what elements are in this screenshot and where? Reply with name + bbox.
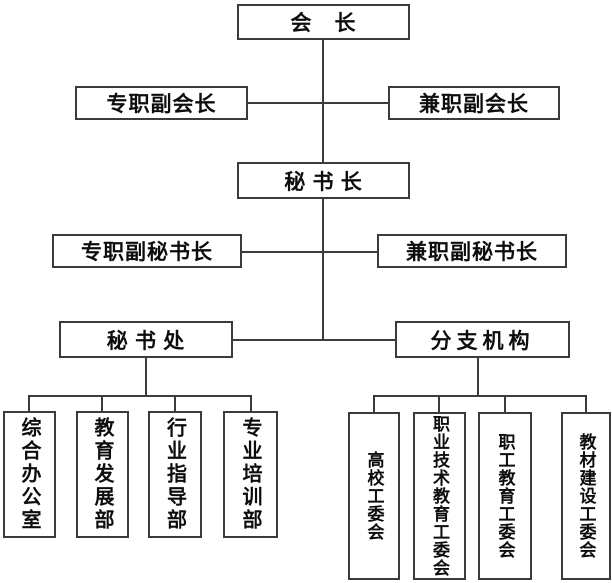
connector-drop-dept-2 xyxy=(101,395,103,411)
connector-drop-cmte-2 xyxy=(438,395,440,412)
node-label: 行业指导部 xyxy=(163,417,186,532)
node-branch-organizations: 分支机构 xyxy=(395,321,570,358)
connector-drop-dept-3 xyxy=(174,395,176,411)
connector-drop-cmte-1 xyxy=(373,395,375,412)
connector-deputy-secretaries xyxy=(242,251,377,253)
connector-drop-dept-4 xyxy=(250,395,252,411)
node-professional-training-dept: 专业培训部 xyxy=(223,411,278,538)
node-higher-education-committee: 高校工委会 xyxy=(348,412,400,580)
node-education-development-dept: 教育发展部 xyxy=(76,411,129,538)
node-vocational-technical-education-committee: 职业技术教育工委会 xyxy=(413,412,466,580)
node-label: 综合办公室 xyxy=(18,417,40,532)
connector-secretariat-branches xyxy=(233,339,395,341)
node-teaching-materials-committee: 教材建设工委会 xyxy=(561,412,611,580)
connector-drop-dept-1 xyxy=(28,395,30,411)
node-industry-guidance-dept: 行业指导部 xyxy=(148,411,202,538)
node-label: 专业培训部 xyxy=(239,417,261,532)
node-secretariat: 秘 书 处 xyxy=(59,321,233,358)
connector-chairman-to-secretary-general xyxy=(322,40,324,162)
connector-vice-chairmen xyxy=(248,102,388,104)
connector-secretariat-stub xyxy=(145,358,147,397)
node-chairman: 会 长 xyxy=(237,4,410,40)
connector-branches-stub xyxy=(477,358,479,397)
node-label: 职业技术教育工委会 xyxy=(430,415,449,577)
connector-drop-cmte-3 xyxy=(504,395,506,412)
node-parttime-vice-chairman: 兼职副会长 xyxy=(388,86,560,120)
node-staff-education-committee: 职工教育工委会 xyxy=(478,412,532,580)
node-label: 教材建设工委会 xyxy=(576,433,596,559)
node-parttime-deputy-secretary-general: 兼职副秘书长 xyxy=(377,234,567,268)
node-general-office: 综合办公室 xyxy=(3,411,56,538)
connector-drop-cmte-4 xyxy=(585,395,587,412)
node-label: 高校工委会 xyxy=(364,451,384,541)
connector-secretary-general-to-level5 xyxy=(322,199,324,341)
node-label: 教育发展部 xyxy=(91,417,113,532)
node-secretary-general: 秘 书 长 xyxy=(237,162,410,199)
connector-committees-bus xyxy=(373,395,587,397)
node-fulltime-vice-chairman: 专职副会长 xyxy=(75,86,248,120)
connector-departments-bus xyxy=(28,395,252,397)
node-label: 职工教育工委会 xyxy=(495,433,515,559)
node-fulltime-deputy-secretary-general: 专职副秘书长 xyxy=(52,234,242,268)
